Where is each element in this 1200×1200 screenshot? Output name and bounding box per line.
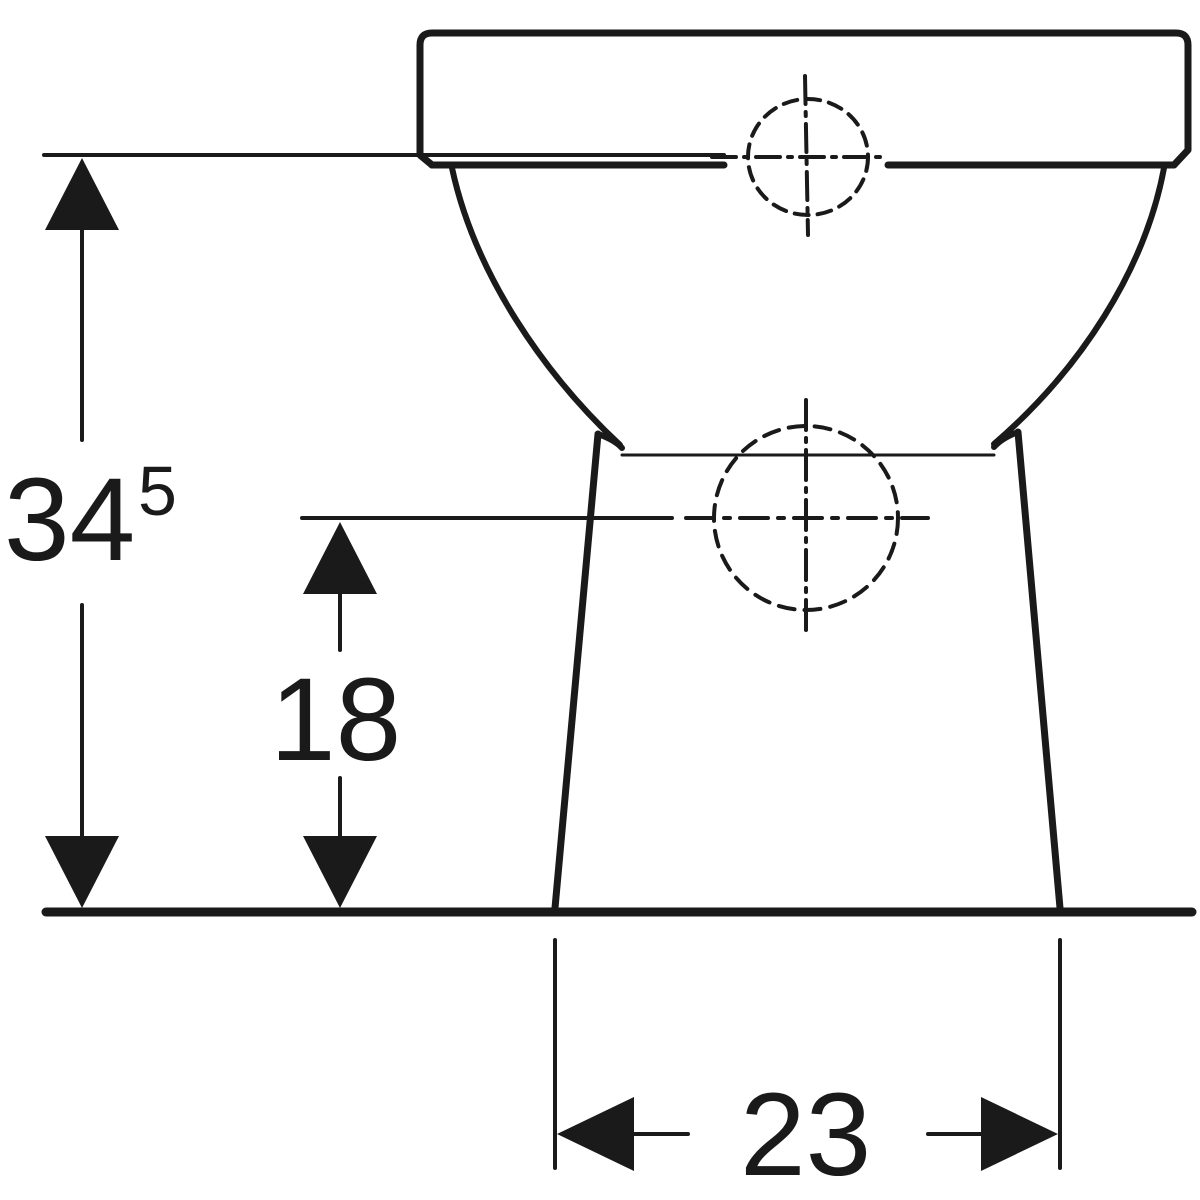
dimension-total-height: 34 5 [4,158,177,908]
bowl-right-curve [991,165,1167,447]
pedestal-left [551,430,602,912]
inlet-vertical-centerline [803,74,810,237]
outlet-height-value: 18 [270,654,401,786]
bowl-rim [416,29,1192,169]
arrow-down-icon [45,836,119,908]
total-height-superscript: 5 [138,452,177,530]
pedestal-right [1014,428,1064,912]
arrow-left-icon [557,1097,634,1171]
arrow-up-icon [45,158,119,230]
inlet-symbol [710,74,886,237]
bowl-left-curve [449,165,623,448]
foot-width-value: 23 [740,1069,871,1200]
total-height-value: 34 [4,454,135,586]
arrow-down-icon [303,836,377,908]
dimension-outlet-height: 18 [270,522,401,908]
outlet-symbol [684,398,930,638]
svg-text:34: 34 [4,454,135,586]
bowl-left-lip [595,431,625,451]
arrow-right-icon [981,1097,1058,1171]
dimension-foot-width: 23 [553,938,1062,1200]
arrow-up-icon [303,522,377,594]
